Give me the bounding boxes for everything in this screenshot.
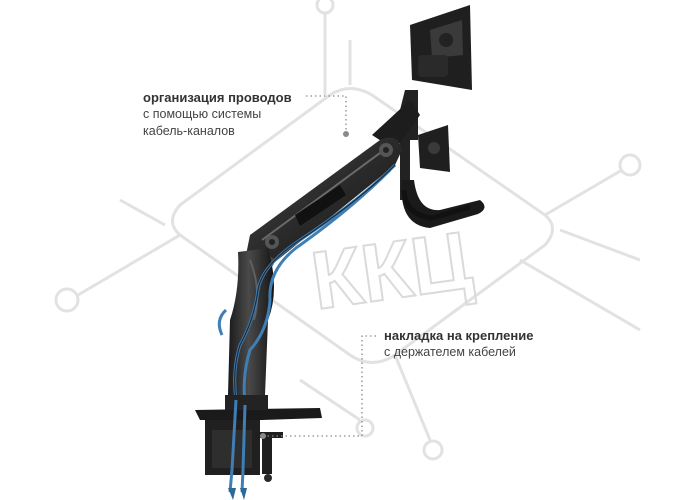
vesa-mount-bottom xyxy=(418,125,450,172)
callout-clamp-cover: накладка на крепление с держателем кабел… xyxy=(384,327,533,361)
callout-line: с держателем кабелей xyxy=(384,345,516,359)
callout-title: организация проводов xyxy=(143,90,292,105)
vesa-mount-top xyxy=(410,5,472,90)
callout-cable-management: организация проводов с помощью системы к… xyxy=(143,89,292,140)
callout-line: кабель-каналов xyxy=(143,124,235,138)
callout-title: накладка на крепление xyxy=(384,328,534,343)
callout-line: с помощью системы xyxy=(143,107,262,121)
